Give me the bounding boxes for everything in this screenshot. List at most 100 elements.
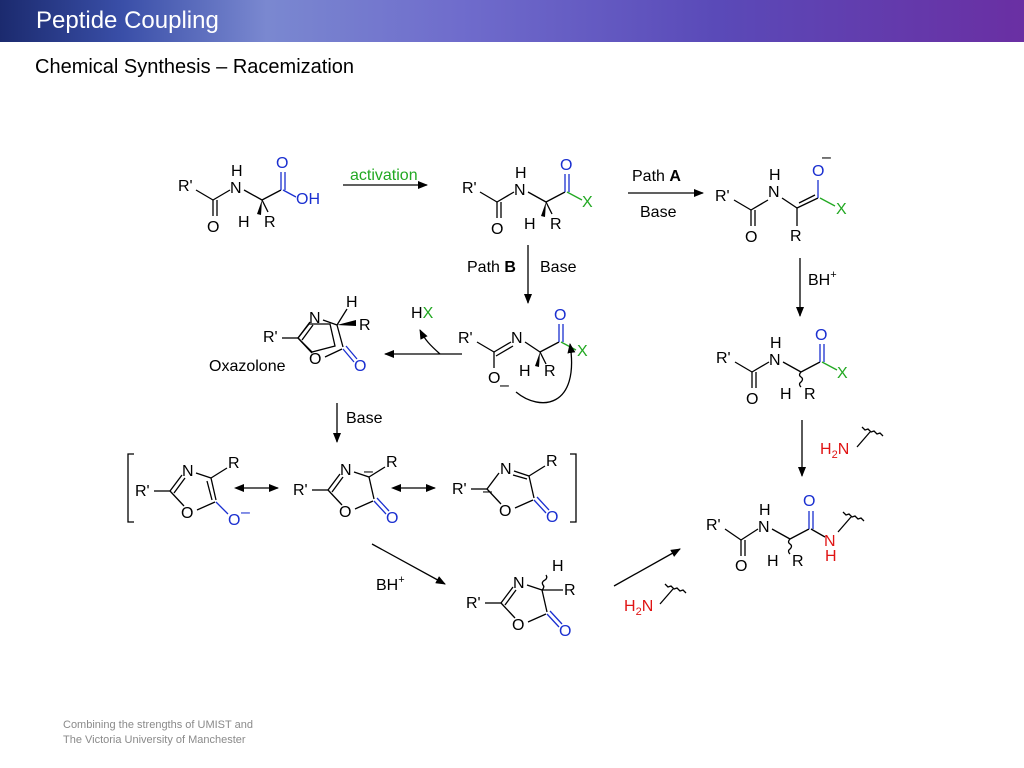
bh-plus-label: BH+: [808, 269, 837, 289]
protonation-label: BH+: [376, 574, 405, 594]
atom-o: O: [546, 509, 558, 526]
atom-r: R: [550, 216, 562, 233]
atom-n: N: [769, 352, 781, 369]
atom-h: H: [759, 502, 771, 519]
atom-r: R: [792, 553, 804, 570]
amine-label: H2N: [820, 441, 849, 461]
atom-n: N: [758, 519, 770, 536]
amine-reagent-bottom: H2N: [624, 583, 687, 618]
atom-x: X: [582, 194, 593, 211]
activation-label: activation: [350, 167, 418, 184]
racemic-oxazolone-structure: R' N H R O O: [466, 558, 576, 640]
protonation-arrow: [371, 543, 446, 585]
atom-n: N: [514, 182, 526, 199]
cyclization-curved-arrow: [515, 343, 576, 404]
atom-r: R: [228, 455, 240, 472]
atom-r-prime: R': [135, 483, 150, 500]
racemized-activated-acid-structure: R' O N H H R O X: [716, 327, 848, 408]
atom-n: N: [340, 462, 352, 479]
atom-r: R: [359, 317, 371, 334]
atom-o: O: [491, 221, 503, 238]
atom-o: O: [803, 493, 815, 510]
footer-line-2: The Victoria University of Manchester: [63, 734, 246, 746]
atom-o: O: [276, 155, 288, 172]
enolate-structure: R' O N H R O – X: [715, 149, 847, 246]
atom-h: H: [825, 548, 837, 565]
atom-h: H: [780, 386, 792, 403]
atom-x: X: [577, 343, 588, 360]
atom-o: O: [812, 163, 824, 180]
negative-charge: –: [500, 377, 509, 394]
negative-charge: –: [241, 504, 250, 521]
atom-n: N: [309, 310, 321, 327]
atom-r-prime: R': [462, 180, 477, 197]
atom-h: H: [767, 553, 779, 570]
atom-n: N: [230, 180, 242, 197]
dipeptide-product-structure: R' O N H H R O N H: [706, 493, 865, 575]
atom-o: O: [354, 358, 366, 375]
atom-r-prime: R': [458, 330, 473, 347]
atom-h: H: [346, 294, 358, 311]
slide-title: Peptide Coupling: [36, 7, 219, 34]
atom-o: O: [559, 623, 571, 640]
atom-n: N: [511, 330, 523, 347]
amine-label: H2N: [624, 598, 653, 618]
atom-r: R: [386, 454, 398, 471]
atom-o: O: [815, 327, 827, 344]
atom-o: O: [207, 219, 219, 236]
atom-o: O: [745, 229, 757, 246]
atom-o: O: [386, 510, 398, 527]
negative-charge: –: [483, 483, 492, 500]
hx-loss-arrow: [419, 329, 441, 355]
atom-o: O: [512, 617, 524, 634]
atom-r-prime: R': [293, 482, 308, 499]
path-a-label: Path A: [632, 168, 681, 185]
atom-n: N: [500, 461, 512, 478]
atom-x: X: [837, 365, 848, 382]
hx-label: HX: [411, 305, 434, 322]
atom-h: H: [231, 163, 243, 180]
atom-n: N: [513, 575, 525, 592]
atom-o: O: [228, 512, 240, 529]
atom-o: O: [181, 505, 193, 522]
atom-r-prime: R': [716, 350, 731, 367]
atom-n: N: [182, 463, 194, 480]
title-bar: Peptide Coupling: [0, 0, 1024, 42]
atom-r-prime: R': [715, 188, 730, 205]
resonance-form-c2-anion: R' – N R O O: [452, 453, 558, 526]
atom-o: O: [339, 504, 351, 521]
path-a-base-label: Base: [640, 204, 677, 221]
footer: Combining the strengths of UMIST and The…: [63, 718, 253, 748]
atom-r: R: [546, 453, 558, 470]
amine-reagent-top: H2N: [820, 426, 884, 461]
atom-h: H: [770, 335, 782, 352]
footer-line-1: Combining the strengths of UMIST and: [63, 719, 253, 731]
atom-h: H: [769, 167, 781, 184]
atom-h: H: [552, 558, 564, 575]
atom-r-prime: R': [706, 517, 721, 534]
atom-r: R: [790, 228, 802, 245]
atom-o: O: [499, 503, 511, 520]
atom-o: O: [554, 307, 566, 324]
atom-oh: OH: [296, 191, 320, 208]
right-bracket: [570, 453, 577, 523]
left-bracket: [127, 453, 134, 523]
path-b-base-label: Base: [540, 259, 577, 276]
atom-r: R: [264, 214, 276, 231]
path-b-label: Path B: [467, 259, 516, 276]
atom-h: H: [524, 216, 536, 233]
resonance-form-carbanion: R' N – R O O: [293, 454, 398, 527]
atom-o: O: [560, 157, 572, 174]
amino-acid-structure: R' O N H H R O OH: [178, 155, 320, 236]
atom-n: N: [768, 184, 780, 201]
atom-r: R: [544, 363, 556, 380]
atom-r-prime: R': [263, 329, 278, 346]
atom-r-prime: R': [452, 481, 467, 498]
atom-o: O: [746, 391, 758, 408]
activated-acid-structure: R' O N H H R O X: [462, 157, 593, 238]
slide-subtitle: Chemical Synthesis – Racemization: [35, 56, 355, 78]
oxazolone-base-label: Base: [346, 410, 383, 427]
atom-x: X: [836, 201, 847, 218]
atom-o: O: [309, 351, 321, 368]
negative-charge: –: [364, 463, 373, 480]
